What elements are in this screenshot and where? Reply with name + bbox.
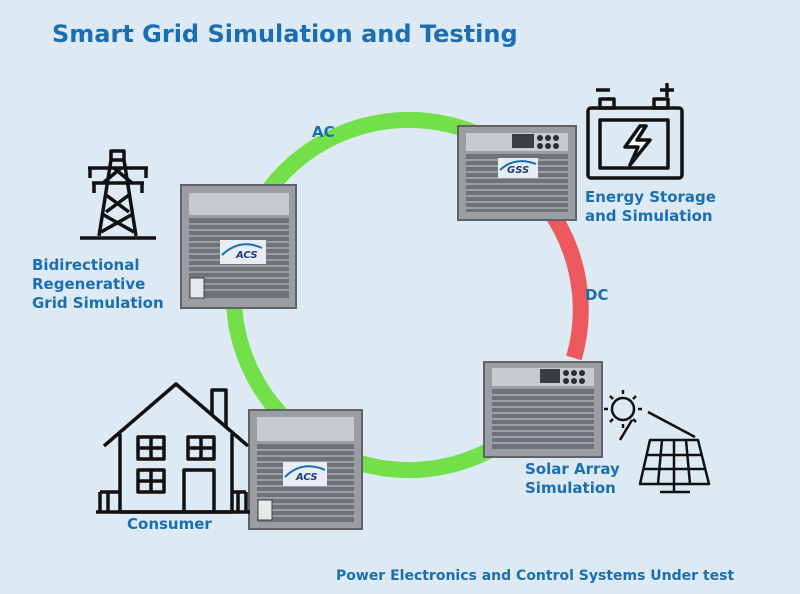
solar-panel-icon <box>604 390 711 494</box>
solar-label-line: Solar Array <box>525 460 620 478</box>
house-icon <box>96 382 250 514</box>
energy-storage-label: Energy Storage and Simulation <box>585 188 716 226</box>
grid-label-line: Bidirectional <box>32 256 140 274</box>
grid-simulation-label: Bidirectional Regenerative Grid Simulati… <box>32 256 164 313</box>
consumer-load-device: ACS <box>248 409 363 530</box>
solar-simulator-device <box>483 361 603 458</box>
footer-caption: Power Electronics and Control Systems Un… <box>336 568 735 584</box>
consumer-label: Consumer <box>127 515 212 533</box>
storage-simulator-badge: GSS <box>507 165 529 176</box>
grid-simulator-badge: ACS <box>235 250 258 261</box>
battery-icon <box>586 83 684 180</box>
ac-label: AC <box>312 123 335 141</box>
grid-simulator-device: ACS <box>180 184 297 309</box>
dc-connection-arc <box>541 203 589 361</box>
storage-label-line: Energy Storage <box>585 188 716 206</box>
solar-label-line: Simulation <box>525 479 616 497</box>
storage-label-line: and Simulation <box>585 207 713 225</box>
transmission-tower-icon <box>80 149 156 240</box>
page-title: Smart Grid Simulation and Testing <box>52 20 518 48</box>
grid-label-line: Grid Simulation <box>32 294 164 312</box>
consumer-load-badge: ACS <box>295 472 318 483</box>
storage-simulator-device: GSS <box>457 125 577 221</box>
solar-array-label: Solar Array Simulation <box>525 460 620 498</box>
dc-label: DC <box>585 286 609 304</box>
grid-label-line: Regenerative <box>32 275 146 293</box>
